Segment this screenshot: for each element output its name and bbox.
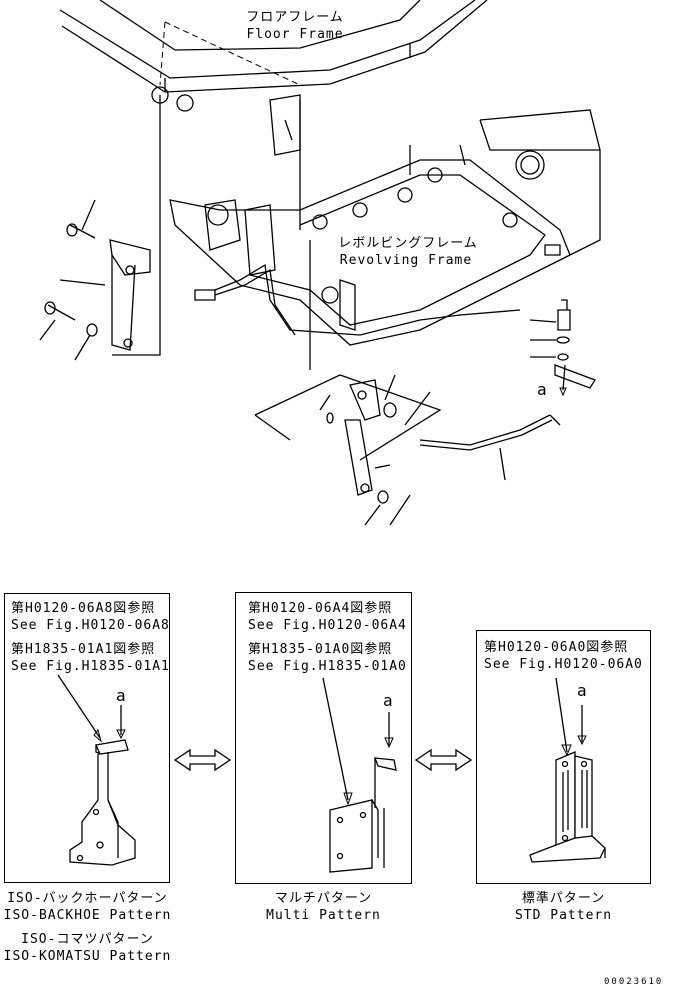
panel3-caption-jp: 標準パターン <box>521 891 606 906</box>
panel3-ref1-en: See Fig.H0120-06A0 <box>484 657 643 672</box>
panel1-ref2-en: See Fig.H1835-01A1 <box>11 659 170 674</box>
floor-frame-label-en: Floor Frame <box>246 27 344 42</box>
panel2-ref2-en: See Fig.H1835-01A0 <box>248 659 407 674</box>
panel1-callout-a: a <box>116 686 127 705</box>
lower-lever-assembly <box>254 299 596 526</box>
panel-std <box>476 630 651 884</box>
exploded-view-drawing <box>39 0 601 526</box>
revolving-frame-shape <box>169 109 601 370</box>
panel3-caption-en: STD Pattern <box>514 908 613 923</box>
panel1-caption2-jp: ISO-コマツパターン <box>21 932 154 947</box>
panel2-callout-a: a <box>383 691 394 710</box>
panel2-ref1-en: See Fig.H0120-06A4 <box>248 618 407 633</box>
revolving-frame-label-jp: レボルビングフレーム <box>338 236 478 251</box>
drawing-number: 00023610 <box>604 977 664 987</box>
panel2-ref2-jp: 第H1835-01A0図参照 <box>248 642 393 657</box>
left-lever-assembly <box>39 199 151 361</box>
panel1-caption1-jp: ISO-バックホーパターン <box>7 891 168 906</box>
panel3-callout-a: a <box>577 681 588 700</box>
panel1-caption2-en: ISO-KOMATSU Pattern <box>3 949 172 964</box>
panel1-ref1-en: See Fig.H0120-06A8 <box>11 618 170 633</box>
revolving-frame-label-en: Revolving Frame <box>339 253 473 268</box>
panel-multi <box>235 592 412 884</box>
panel2-caption-en: Multi Pattern <box>266 908 381 923</box>
control-cable <box>214 263 561 481</box>
callout-a-top: a <box>537 380 548 399</box>
panel2-ref1-jp: 第H0120-06A4図参照 <box>248 601 393 616</box>
panel3-ref1-jp: 第H0120-06A0図参照 <box>484 640 629 655</box>
floor-frame-label-jp: フロアフレーム <box>246 10 344 25</box>
panel2-caption-jp: マルチパターン <box>274 891 373 906</box>
panel1-ref1-jp: 第H0120-06A8図参照 <box>11 601 156 616</box>
panel1-ref2-jp: 第H1835-01A1図参照 <box>11 642 156 657</box>
floor-frame-shape <box>59 0 488 356</box>
panel-iso-backhoe <box>4 593 170 883</box>
panel1-caption1-en: ISO-BACKHOE Pattern <box>3 908 172 923</box>
